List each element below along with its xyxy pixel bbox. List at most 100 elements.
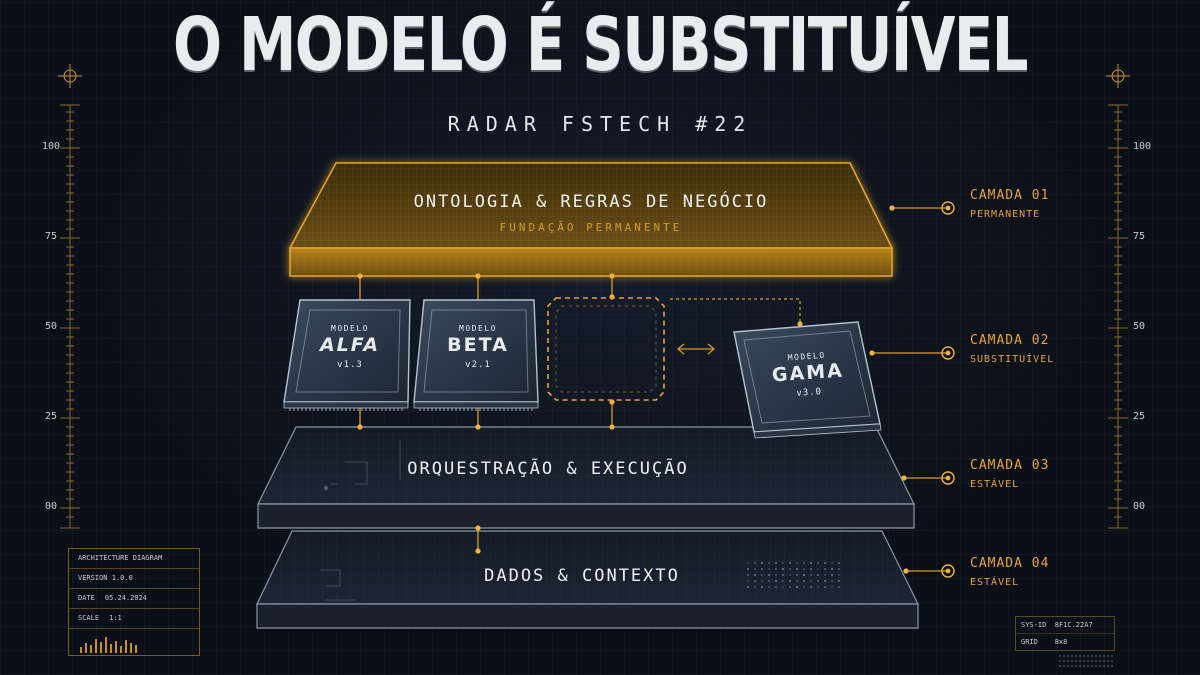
side-label-camada-04: CAMADA 04 ESTÁVEL	[970, 556, 1049, 588]
dot-grid-decoration	[1059, 655, 1113, 667]
matrix-dot	[816, 585, 820, 589]
left-ruler-100: 100	[42, 141, 61, 152]
chip-alfa	[283, 299, 411, 411]
mini-bar	[100, 642, 102, 653]
side-label-camada-01: CAMADA 01 PERMANENTE	[970, 188, 1049, 220]
matrix-dot	[760, 579, 764, 583]
grid-dot	[1099, 655, 1101, 657]
grid-dot	[1067, 660, 1069, 662]
sys-id-label: SYS-ID	[1021, 621, 1047, 629]
matrix-dot	[760, 573, 764, 577]
info-panel-date-label: DATE	[78, 594, 95, 602]
right-ruler-50: 50	[1133, 321, 1146, 332]
grid-dot	[1079, 660, 1081, 662]
matrix-dot	[767, 585, 771, 589]
chip-beta-text: MODELO BETA v2.1	[420, 324, 536, 370]
grid-value: 8x8	[1054, 638, 1068, 646]
camada-02-label: CAMADA 02	[970, 333, 1050, 348]
matrix-dot	[788, 573, 792, 577]
matrix-dot	[774, 567, 778, 571]
chip-beta	[413, 299, 539, 411]
layer-orquestracao-execucao	[257, 426, 915, 529]
mini-bar	[120, 646, 122, 653]
bar-graph-decoration	[80, 637, 137, 653]
matrix-dot	[802, 573, 806, 577]
chip-alfa-text: MODELO ALFA v1.3	[292, 324, 408, 370]
matrix-dot	[809, 567, 813, 571]
matrix-dot	[746, 567, 750, 571]
mini-bar	[95, 639, 97, 653]
matrix-dot	[774, 579, 778, 583]
grid-dot	[1075, 665, 1077, 667]
layer-ontologia-regras	[288, 162, 894, 277]
left-ruler-50: 50	[45, 321, 58, 332]
mini-bar	[115, 641, 117, 653]
grid-dot	[1103, 655, 1105, 657]
matrix-dot	[781, 567, 785, 571]
matrix-dot	[767, 579, 771, 583]
grid-dot	[1063, 655, 1065, 657]
target-node-icons	[941, 201, 955, 578]
sys-id-row: SYS-ID 8F1C.22A7	[1016, 617, 1114, 634]
matrix-dot	[746, 585, 750, 589]
grid-dot	[1075, 655, 1077, 657]
matrix-dot	[816, 561, 820, 565]
right-ruler-75: 75	[1133, 231, 1146, 242]
grid-dot	[1107, 655, 1109, 657]
left-ruler-25: 25	[45, 411, 58, 422]
matrix-dot	[746, 573, 750, 577]
mini-bar	[125, 640, 127, 653]
grid-dot	[1059, 665, 1061, 667]
grid-dot	[1063, 665, 1065, 667]
matrix-dot	[830, 585, 834, 589]
matrix-dot	[809, 579, 813, 583]
grid-dot	[1103, 660, 1105, 662]
left-ruler-75: 75	[45, 231, 58, 242]
grid-dot	[1083, 655, 1085, 657]
mini-bar	[130, 643, 132, 653]
chip-gama	[733, 321, 882, 439]
matrix-dot	[767, 567, 771, 571]
matrix-dot	[809, 573, 813, 577]
layer-bottom-title: DADOS & CONTEXTO	[484, 566, 680, 586]
matrix-dot	[774, 573, 778, 577]
right-ruler-100: 100	[1133, 141, 1152, 152]
chip-gama-text: MODELO GAMA v3.0	[749, 348, 868, 402]
mini-bar	[85, 643, 87, 653]
grid-dot	[1067, 665, 1069, 667]
matrix-dot	[753, 573, 757, 577]
grid-dot	[1091, 660, 1093, 662]
right-ruler-00: 00	[1133, 501, 1146, 512]
right-ruler-25: 25	[1133, 411, 1146, 422]
matrix-dot	[823, 579, 827, 583]
matrix-dot	[830, 561, 834, 565]
grid-dot	[1063, 660, 1065, 662]
matrix-dot	[837, 585, 841, 589]
grid-dot	[1087, 665, 1089, 667]
matrix-dot	[837, 561, 841, 565]
crosshair-icon	[58, 64, 82, 88]
matrix-dot	[781, 561, 785, 565]
matrix-dot	[802, 567, 806, 571]
grid-dot	[1095, 665, 1097, 667]
camada-04-status: ESTÁVEL	[970, 577, 1020, 588]
grid-dot	[1079, 655, 1081, 657]
side-label-camada-02: CAMADA 02 SUBSTITUÍVEL	[970, 333, 1054, 365]
matrix-dot	[753, 585, 757, 589]
page-subtitle: RADAR FSTECH #22	[447, 112, 753, 136]
matrix-dot	[774, 561, 778, 565]
grid-dot	[1079, 665, 1081, 667]
camada-02-status: SUBSTITUÍVEL	[970, 354, 1055, 365]
matrix-dot	[830, 579, 834, 583]
matrix-dot	[781, 573, 785, 577]
page-title: O MODELO É SUBSTITUÍVEL	[172, 2, 1029, 88]
matrix-dot	[788, 585, 792, 589]
info-panel-version: VERSION 1.0.0	[69, 569, 199, 589]
matrix-dot	[802, 579, 806, 583]
grid-dot	[1111, 655, 1113, 657]
layer-top-subtitle: FUNDAÇÃO PERMANENTE	[499, 221, 683, 234]
empty-model-slot	[547, 297, 665, 401]
